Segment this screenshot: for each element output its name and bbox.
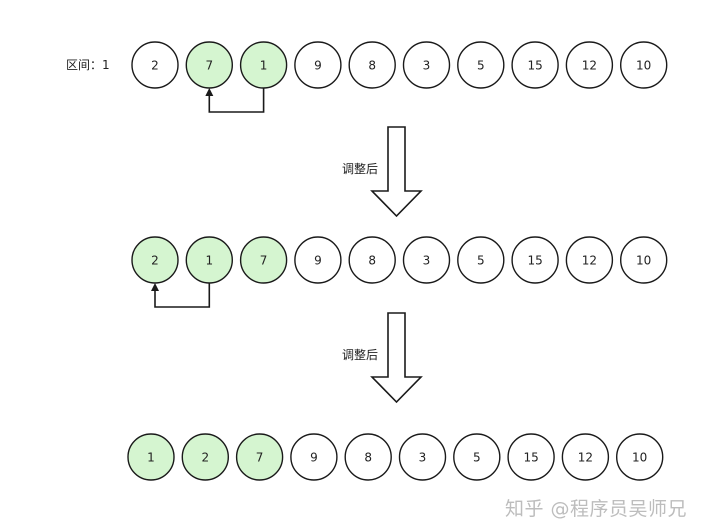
node-circle xyxy=(616,433,664,481)
node-value: 8 xyxy=(368,254,376,268)
swap-arrow-row-2 xyxy=(151,283,211,308)
node-value: 1 xyxy=(260,59,268,73)
interval-label: 区间：1 xyxy=(66,58,110,72)
row-3-node: 8 xyxy=(344,433,392,481)
node-value: 2 xyxy=(151,59,159,73)
down-arrow-1 xyxy=(370,126,423,218)
row-2-node: 7 xyxy=(239,236,288,284)
node-value: 12 xyxy=(582,254,597,268)
node-value: 10 xyxy=(636,59,651,73)
row-3-node: 9 xyxy=(290,433,338,481)
node-value: 7 xyxy=(260,254,268,268)
node-value: 2 xyxy=(151,254,159,268)
row-3-node: 3 xyxy=(398,433,447,481)
node-circle xyxy=(127,433,175,481)
row-2-node: 10 xyxy=(620,236,668,284)
node-value: 1 xyxy=(147,451,155,465)
node-value: 7 xyxy=(205,59,213,73)
row-2-node: 12 xyxy=(565,236,614,284)
row-3-node: 1 xyxy=(127,433,175,481)
node-circle xyxy=(181,433,230,481)
node-circle xyxy=(511,41,559,89)
node-value: 9 xyxy=(314,254,322,268)
row-1-node: 12 xyxy=(565,41,614,89)
node-value: 5 xyxy=(477,59,485,73)
row-1-node: 9 xyxy=(294,41,342,89)
row-1-node: 15 xyxy=(511,41,559,89)
watermark: 知乎 @程序员吴师兄 xyxy=(505,498,688,520)
node-value: 9 xyxy=(314,59,322,73)
node-value: 15 xyxy=(527,254,542,268)
row-2-node: 15 xyxy=(511,236,559,284)
node-circle xyxy=(457,41,505,89)
node-circle xyxy=(402,41,451,89)
adjusted-label-1: 调整后 xyxy=(342,162,379,176)
node-value: 8 xyxy=(368,59,376,73)
node-value: 3 xyxy=(423,59,431,73)
row-2-node: 9 xyxy=(294,236,342,284)
row-2-node: 1 xyxy=(185,236,234,284)
node-value: 8 xyxy=(364,451,372,465)
row-3-node: 2 xyxy=(181,433,230,481)
node-value: 10 xyxy=(632,451,647,465)
node-circle xyxy=(507,433,555,481)
node-value: 12 xyxy=(578,451,593,465)
node-circle xyxy=(239,236,288,284)
row-3-node: 7 xyxy=(235,433,284,481)
row-1-node: 3 xyxy=(402,41,451,89)
node-circle xyxy=(344,433,392,481)
node-circle xyxy=(620,236,668,284)
node-circle xyxy=(348,41,396,89)
row-2-node: 3 xyxy=(402,236,451,284)
row-3-node: 10 xyxy=(616,433,664,481)
node-circle xyxy=(398,433,447,481)
node-circle xyxy=(402,236,451,284)
node-circle xyxy=(565,41,614,89)
node-value: 9 xyxy=(310,451,318,465)
adjusted-label-2: 调整后 xyxy=(342,348,379,362)
node-circle xyxy=(235,433,284,481)
node-value: 3 xyxy=(419,451,427,465)
down-arrow-2 xyxy=(370,312,423,404)
node-circle xyxy=(565,236,614,284)
row-1-node: 7 xyxy=(185,41,234,89)
row-1-node: 5 xyxy=(457,41,505,89)
row-2-node: 5 xyxy=(457,236,505,284)
node-value: 5 xyxy=(473,451,481,465)
row-2-node: 8 xyxy=(348,236,396,284)
node-circle xyxy=(511,236,559,284)
row-3-node: 15 xyxy=(507,433,555,481)
node-value: 2 xyxy=(201,451,209,465)
node-circle xyxy=(348,236,396,284)
row-1-node: 1 xyxy=(239,41,288,89)
row-1-node: 2 xyxy=(131,41,179,89)
node-circle xyxy=(294,41,342,89)
node-value: 12 xyxy=(582,59,597,73)
row-3-node: 5 xyxy=(453,433,501,481)
node-circle xyxy=(561,433,610,481)
row-1-node: 10 xyxy=(620,41,668,89)
node-value: 7 xyxy=(256,451,264,465)
node-circle xyxy=(453,433,501,481)
node-value: 1 xyxy=(205,254,213,268)
node-value: 3 xyxy=(423,254,431,268)
node-circle xyxy=(290,433,338,481)
node-value: 10 xyxy=(636,254,651,268)
node-circle xyxy=(620,41,668,89)
row-2-node: 2 xyxy=(131,236,179,284)
node-value: 15 xyxy=(527,59,542,73)
node-circle xyxy=(457,236,505,284)
node-circle xyxy=(294,236,342,284)
swap-arrow-row-1 xyxy=(205,88,265,113)
row-3-node: 12 xyxy=(561,433,610,481)
node-circle xyxy=(131,41,179,89)
node-value: 5 xyxy=(477,254,485,268)
node-value: 15 xyxy=(523,451,538,465)
row-1-node: 8 xyxy=(348,41,396,89)
